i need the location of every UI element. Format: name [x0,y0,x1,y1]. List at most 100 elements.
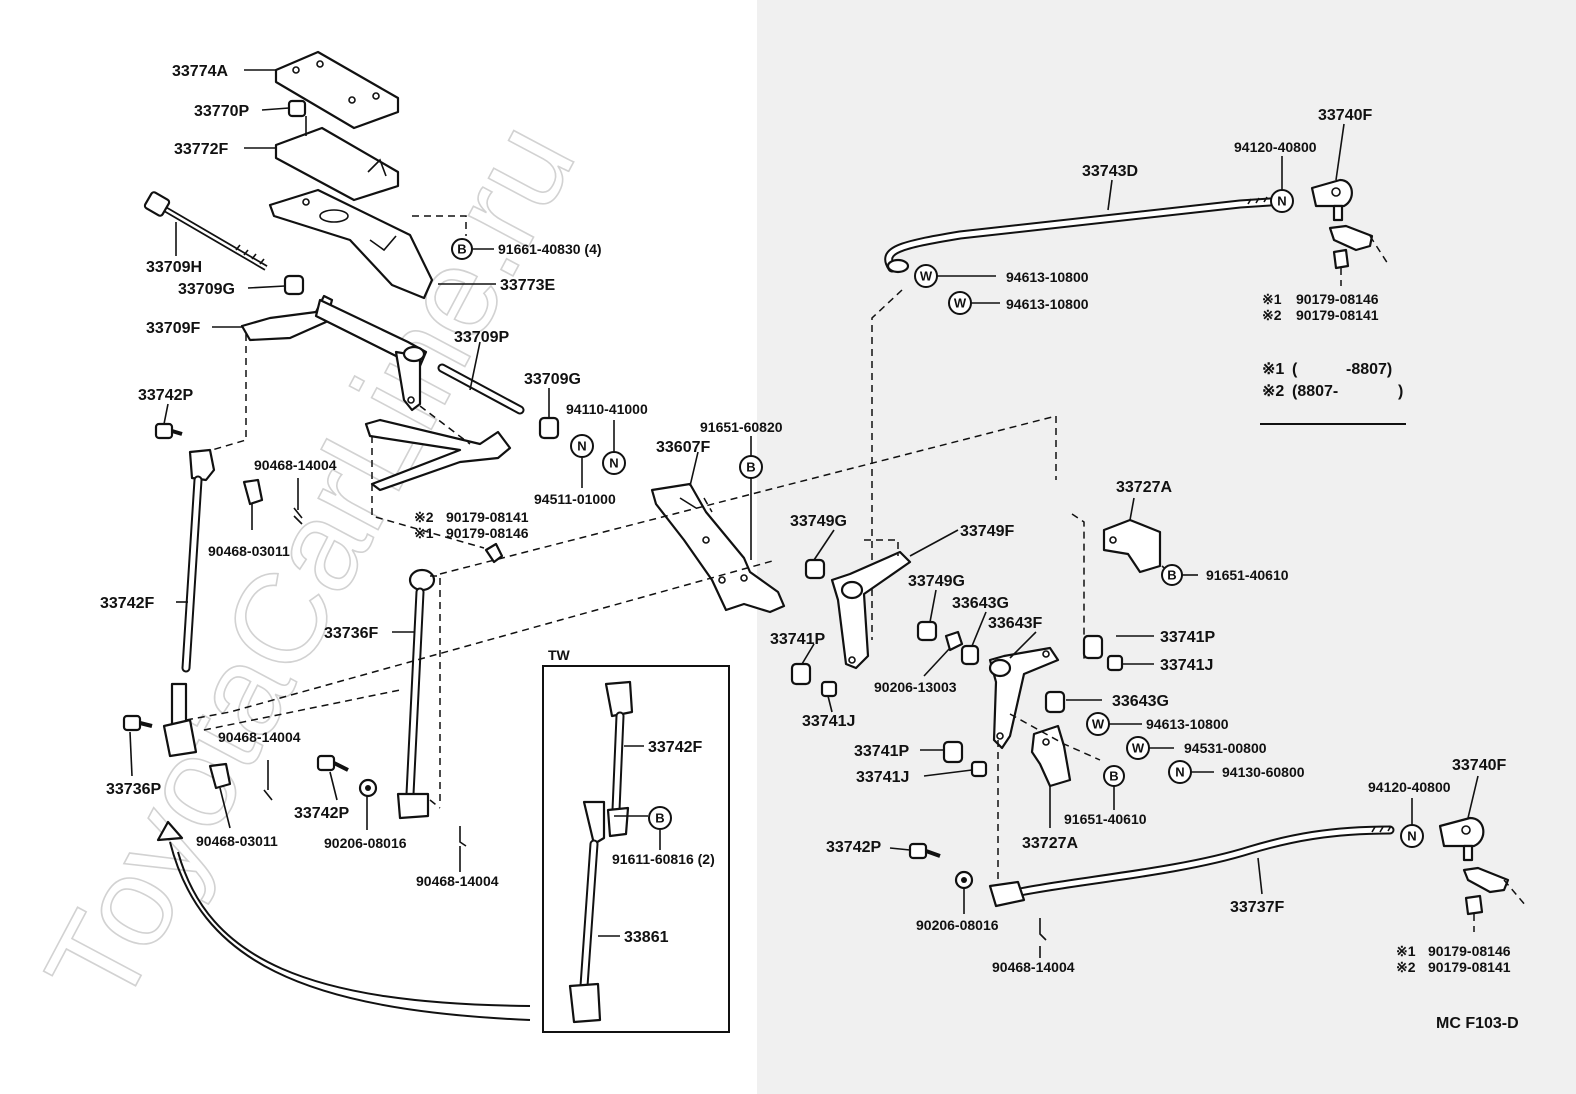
bolt-33742P-right[interactable] [908,842,941,860]
label-90179-08146-right-bot[interactable]: 90179-08146 [1428,943,1511,959]
label-33774A[interactable]: 33774A [172,63,228,80]
bushing-33741P-a[interactable] [790,662,812,686]
washer-90206-08016-b[interactable] [954,870,974,890]
label-33741J-c[interactable]: 33741J [856,769,909,786]
rod-33861[interactable] [568,800,606,1024]
label-33727A-top[interactable]: 33727A [1116,479,1172,496]
label-33742P-left[interactable]: 33742P [138,387,193,404]
clip-90468-14004-d[interactable] [1039,918,1047,941]
ball-joint-33740F-bot[interactable] [1438,816,1485,862]
label-33736F[interactable]: 33736F [324,625,378,642]
plate-33774A[interactable] [274,50,400,130]
nut-90179-right-bot[interactable] [1464,894,1484,932]
clip-90468-14004-c[interactable] [459,826,467,847]
label-90468-14004-c[interactable]: 90468-14004 [416,873,499,889]
label-33772F[interactable]: 33772F [174,141,228,158]
label-33861[interactable]: 33861 [624,929,669,946]
label-94120-40800-bot[interactable]: 94120-40800 [1368,779,1451,795]
label-33643G-a[interactable]: 33643G [952,595,1009,612]
lever-33643F[interactable] [988,646,1060,750]
label-33643F[interactable]: 33643F [988,615,1042,632]
nut-33709G-mid[interactable] [538,416,560,440]
label-90468-14004-a[interactable]: 90468-14004 [254,457,337,473]
label-94613-10800-c[interactable]: 94613-10800 [1146,716,1229,732]
clip-90468-14004-b[interactable] [263,760,273,801]
label-94613-10800-a[interactable]: 94613-10800 [1006,269,1089,285]
bushing-33749G-a[interactable] [804,558,826,580]
nut-90468-03011-b[interactable] [208,762,232,790]
label-33749G-b[interactable]: 33749G [908,573,965,590]
nut-90179-left[interactable] [484,542,504,564]
nut-90179-right-top[interactable] [1332,248,1350,286]
bushing-33749G-b[interactable] [916,620,938,642]
collar-33741J-b[interactable] [1106,654,1124,672]
rod-33743D[interactable] [884,196,1275,274]
bracket-33727A-bot[interactable] [1030,724,1072,788]
bracket-33607F[interactable] [650,482,786,614]
ball-joint-33740F-top[interactable] [1310,178,1353,222]
bolt-33742P-left[interactable] [154,422,183,440]
label-33741P-b[interactable]: 33741P [1160,629,1215,646]
lever-33749F[interactable] [830,550,912,670]
label-94531-00800[interactable]: 94531-00800 [1184,740,1267,756]
label-90468-14004-d[interactable]: 90468-14004 [992,959,1075,975]
label-90206-08016-b[interactable]: 90206-08016 [916,917,999,933]
label-33773E[interactable]: 33773E [500,277,555,294]
label-94130-60800[interactable]: 94130-60800 [1222,764,1305,780]
label-91661-40830[interactable]: 91661-40830 (4) [498,241,602,257]
label-33643G-b[interactable]: 33643G [1112,693,1169,710]
label-33742F-left[interactable]: 33742F [100,595,154,612]
label-33737F[interactable]: 33737F [1230,899,1284,916]
washer-plate-bot[interactable] [1462,866,1527,907]
label-90468-14004-b[interactable]: 90468-14004 [218,729,301,745]
label-33741P-c[interactable]: 33741P [854,743,909,760]
label-33607F[interactable]: 33607F [656,439,710,456]
rod-33737F[interactable] [988,825,1395,908]
label-94511-01000[interactable]: 94511-01000 [534,491,616,507]
bushing-33643G-a[interactable] [960,644,980,666]
bracket-33773E[interactable] [268,188,434,300]
label-33749G-a[interactable]: 33749G [790,513,847,530]
label-90206-08016-a[interactable]: 90206-08016 [324,835,407,851]
label-33736P[interactable]: 33736P [106,781,161,798]
bolt-33742P-mid[interactable] [316,754,349,772]
label-33741J-a[interactable]: 33741J [802,713,855,730]
label-33742F-tw[interactable]: 33742F [648,739,702,756]
label-33741J-b[interactable]: 33741J [1160,657,1213,674]
label-90179-08146-right-top[interactable]: 90179-08146 [1296,291,1379,307]
bracket-33727A-top[interactable] [1102,518,1162,574]
label-91651-60820[interactable]: 91651-60820 [700,419,783,435]
label-90179-08146-left[interactable]: 90179-08146 [446,525,529,541]
label-90179-08141-left[interactable]: 90179-08141 [446,509,529,525]
label-33727A-bot[interactable]: 33727A [1022,835,1078,852]
label-90179-08141-right-bot[interactable]: 90179-08141 [1428,959,1511,975]
bushing-33770P[interactable] [287,99,307,118]
label-94613-10800-b[interactable]: 94613-10800 [1006,296,1089,312]
label-91611-60816[interactable]: 91611-60816 (2) [612,851,715,867]
lever-33709F[interactable] [240,294,428,412]
pin-33709P[interactable] [437,363,525,415]
label-90206-13003[interactable]: 90206-13003 [874,679,957,695]
nut-90468-03011-a[interactable] [242,478,264,506]
plate-33772F[interactable] [274,116,400,202]
bushing-33741P-b[interactable] [1082,634,1104,660]
collar-33741J-a[interactable] [820,680,838,698]
label-90179-08141-right-top[interactable]: 90179-08141 [1296,307,1379,323]
label-33740F-top[interactable]: 33740F [1318,107,1372,124]
washer-plate-top[interactable] [1328,224,1389,265]
label-33742P-mid[interactable]: 33742P [294,805,349,822]
label-33742P-right[interactable]: 33742P [826,839,881,856]
rod-33736F[interactable] [396,568,436,820]
washer-90206-13003[interactable] [944,630,964,652]
label-90468-03011-a[interactable]: 90468-03011 [208,543,290,559]
label-33709G-top[interactable]: 33709G [178,281,235,298]
rod-33742F-left[interactable] [162,448,216,758]
label-33709H[interactable]: 33709H [146,259,202,276]
bushing-33643G-b[interactable] [1044,690,1066,714]
label-33770P[interactable]: 33770P [194,103,249,120]
label-91651-40610-a[interactable]: 91651-40610 [1206,567,1289,583]
bolt-33736P[interactable] [122,714,153,732]
nut-33709G-top[interactable] [283,274,305,296]
rod-33742F-tw[interactable] [604,680,634,838]
label-33709G-mid[interactable]: 33709G [524,371,581,388]
